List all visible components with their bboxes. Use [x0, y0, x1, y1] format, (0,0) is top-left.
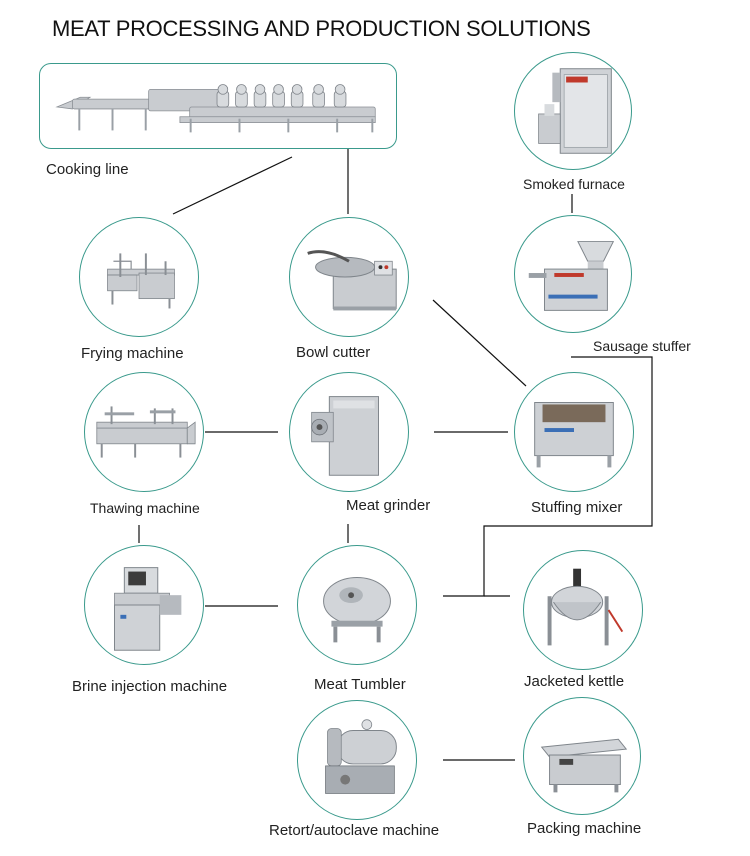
frying-machine-label: Frying machine — [81, 345, 184, 362]
meat-grinder-image — [311, 396, 379, 476]
meat-tumbler-label: Meat Tumbler — [314, 676, 406, 693]
stuffing-mixer-label: Stuffing mixer — [531, 499, 623, 516]
thawing-machine-image — [96, 406, 196, 458]
meat-tumbler-image — [323, 576, 391, 643]
retort-autoclave-machine-node[interactable] — [297, 700, 417, 820]
smoked-furnace-image — [538, 68, 612, 154]
packing-machine-image — [540, 738, 628, 793]
sausage-stuffer-image — [528, 241, 615, 311]
connector-cooking-frying — [172, 156, 293, 215]
retort-autoclave-machine-image — [325, 719, 397, 794]
packing-machine-node[interactable] — [523, 697, 641, 815]
bowl-cutter-node[interactable] — [289, 217, 409, 337]
cooking-line-label: Cooking line — [46, 161, 129, 178]
stuffing-mixer-image — [534, 402, 614, 468]
meat-tumbler-node[interactable] — [297, 545, 417, 665]
sausage-stuffer-node[interactable] — [514, 215, 632, 333]
sausage-stuffer-label: Sausage stuffer — [593, 338, 691, 354]
jacketed-kettle-image — [547, 568, 624, 646]
bowl-cutter-label: Bowl cutter — [296, 344, 371, 361]
smoked-furnace-node[interactable] — [514, 52, 632, 170]
bowl-cutter-image — [307, 250, 397, 311]
retort-autoclave-machine-label: Retort/autoclave machine — [269, 822, 440, 839]
stuffing-mixer-node[interactable] — [514, 372, 634, 492]
meat-grinder-label: Meat grinder — [346, 497, 431, 514]
thawing-machine-label: Thawing machine — [90, 500, 200, 516]
thawing-machine-node[interactable] — [84, 372, 204, 492]
packing-machine-label: Packing machine — [527, 820, 642, 837]
cooking-line-frame[interactable] — [39, 63, 397, 149]
connector-sausage-tumbler — [443, 356, 653, 597]
frying-machine-node[interactable] — [79, 217, 199, 337]
jacketed-kettle-label: Jacketed kettle — [524, 673, 625, 690]
brine-injection-machine-image — [114, 567, 182, 651]
connector-bowl-mixer — [432, 299, 527, 387]
smoked-furnace-label: Smoked furnace — [523, 176, 625, 192]
cooking-line-image — [55, 84, 376, 133]
jacketed-kettle-node[interactable] — [523, 550, 643, 670]
brine-injection-machine-node[interactable] — [84, 545, 204, 665]
meat-grinder-node[interactable] — [289, 372, 409, 492]
frying-machine-image — [107, 253, 175, 309]
brine-injection-machine-label: Brine injection machine — [72, 678, 228, 695]
page-title: MEAT PROCESSING AND PRODUCTION SOLUTIONS — [52, 16, 591, 41]
